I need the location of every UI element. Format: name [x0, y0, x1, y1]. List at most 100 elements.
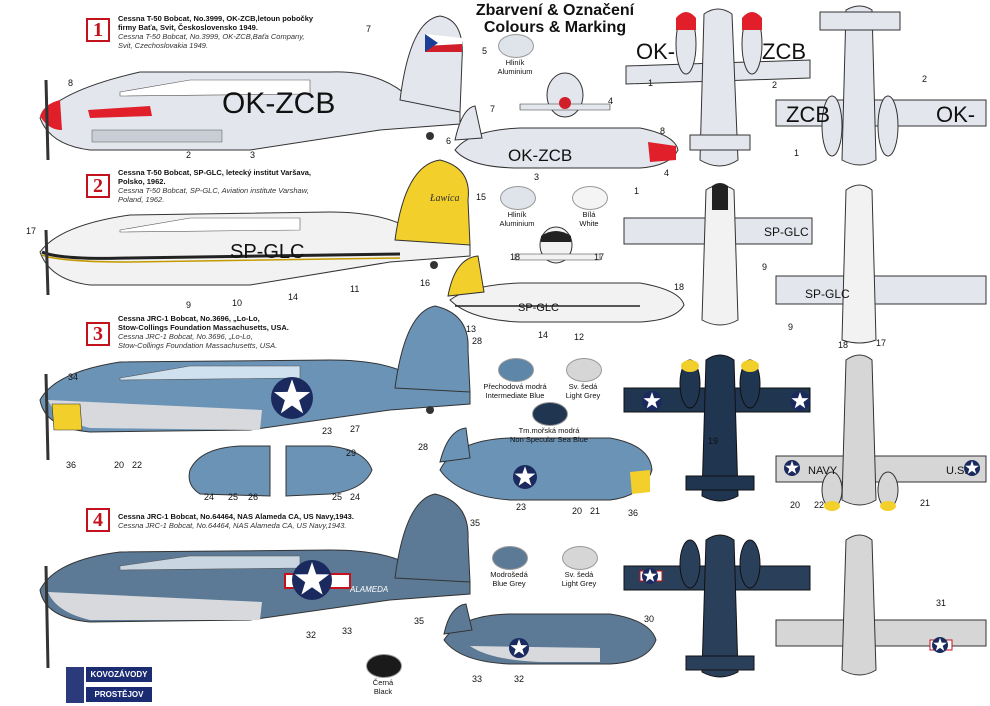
callout-s1-a: 7 [366, 24, 372, 34]
scheme3-wing-text-left: NAVY [808, 465, 838, 477]
swatch-intermediate-blue [498, 358, 534, 382]
scheme4-caption: Cessna JRC-1 Bobcat, No.64464, NAS Alame… [118, 512, 418, 530]
scheme3-caption-en-2: Stow-Collings Foundation Massachusetts, … [118, 341, 278, 350]
scheme1-badge: 1 [86, 18, 110, 42]
callout-s1-o: 1 [794, 148, 800, 158]
callout-s1-e: 3 [250, 150, 256, 160]
callout-s2-h: 17 [594, 252, 605, 262]
callout-s4-e: 30 [644, 614, 655, 624]
callout-s1-k: 4 [664, 168, 670, 178]
scheme4-fuselage-text: ALAMEDA [349, 585, 388, 594]
callout-s3-e: 36 [66, 460, 77, 470]
callout-s1-n: 2 [772, 80, 778, 90]
scheme2-top-registration: SP-GLC [764, 225, 809, 239]
callout-s1-j: 3 [534, 172, 540, 182]
scheme2-bottom-registration: SP-GLC [805, 287, 850, 301]
callout-s2-j: 18 [674, 282, 685, 292]
callout-s3-f: 20 [114, 460, 125, 470]
scheme1-caption-en-1: Cessna T-50 Bobcat, No.3999, OK-ZCB,Baťa… [118, 32, 305, 41]
logo-bottom-text: PROSTĚJOV [86, 687, 152, 702]
callout-s4-f: 33 [472, 674, 483, 684]
scheme4-badge: 4 [86, 508, 110, 532]
callout-s3-j: 25 [228, 492, 239, 502]
callout-s3-h: 29 [346, 448, 357, 458]
callout-s3-s: 36 [628, 508, 639, 518]
scheme2-registration: SP-GLC [230, 241, 304, 263]
scheme2-caption-cs-1: Cessna T-50 Bobcat, SP-GLC, letecký inst… [118, 168, 311, 177]
swatch-light-grey-2 [562, 546, 598, 570]
scheme2-side-view [39, 159, 471, 296]
scheme1-side-view [39, 15, 463, 161]
callout-s2-b: 17 [26, 226, 37, 236]
scheme4-top-view [623, 534, 811, 678]
scheme3-small-side-view [439, 427, 653, 501]
callout-s3-o: 19 [708, 436, 719, 446]
scheme1-caption: Cessna T-50 Bobcat, No.3999, OK-ZCB,leto… [118, 14, 418, 50]
scheme1-small-side-view [454, 105, 679, 169]
callout-s4-b: 32 [306, 630, 317, 640]
scheme1-bottom-reg-left: ZCB [786, 102, 830, 127]
scheme4-small-side-view [443, 603, 657, 665]
callout-s4-h: 31 [936, 598, 947, 608]
title-english: Colours & Marking [483, 19, 627, 36]
callout-s1-p: 2 [922, 74, 928, 84]
swatch-white [572, 186, 608, 210]
callout-s3-p: 23 [516, 502, 527, 512]
scheme2-top-view [623, 183, 813, 326]
callout-s2-c: 9 [186, 300, 192, 310]
callout-s3-l: 25 [332, 492, 343, 502]
callout-s3-b: 34 [68, 372, 79, 382]
callout-s2-i: 16 [420, 278, 431, 288]
callout-s1-d: 2 [186, 150, 192, 160]
scheme1-small-registration: OK-ZCB [508, 146, 572, 165]
callout-s3-r: 21 [590, 506, 601, 516]
callout-s2-f: 11 [350, 284, 360, 294]
callout-s3-i: 24 [204, 492, 215, 502]
callout-s3-a: 28 [472, 336, 483, 346]
swatch-blue-grey [492, 546, 528, 570]
callout-s3-c: 23 [322, 426, 333, 436]
callout-s2-n: 9 [762, 262, 768, 272]
kovozavody-logo: KOVOZÁVODY PROSTĚJOV [66, 667, 152, 703]
callout-s2-p: 18 [838, 340, 849, 350]
swatch-light-grey-1 [566, 358, 602, 382]
scheme2-caption: Cessna T-50 Bobcat, SP-GLC, letecký inst… [118, 168, 418, 204]
scheme3-cockpit-details [188, 445, 373, 497]
swatch-aluminium-2 [500, 186, 536, 210]
callout-s1-h: 6 [446, 136, 452, 146]
scheme1-registration: OK-ZCB [222, 87, 335, 120]
scheme4-caption-cs-1: Cessna JRC-1 Bobcat, No.64464, NAS Alame… [118, 512, 354, 521]
scheme2-small-registration: SP-GLC [518, 302, 559, 314]
scheme3-wing-text-right: U.S. [946, 465, 967, 477]
callout-s3-n: 28 [418, 442, 429, 452]
scheme3-caption-cs-2: Stow-Collings Foundation Massachusetts, … [118, 323, 289, 332]
callout-s3-t: 20 [790, 500, 801, 510]
callout-s4-c: 33 [342, 626, 353, 636]
swatch-aluminium-1 [498, 34, 534, 58]
callout-s1-m: 1 [648, 78, 654, 88]
callout-s2-k: 13 [466, 324, 477, 334]
scheme1-caption-en-2: Svit, Czechoslovakia 1949. [118, 41, 209, 50]
callout-s2-m: 12 [574, 332, 585, 342]
callout-s2-a: 15 [476, 192, 487, 202]
scheme1-top-view [625, 8, 811, 167]
callout-s3-d: 27 [350, 424, 361, 434]
scheme2-caption-cs-2: Polsko, 1962. [118, 177, 166, 186]
scheme4-bottom-view [775, 534, 987, 676]
scheme2-front-view [514, 226, 601, 264]
callout-s2-l: 14 [538, 330, 549, 340]
callout-s1-i: 8 [660, 126, 666, 136]
callout-s2-e: 14 [288, 292, 299, 302]
callout-s2-q: 17 [876, 338, 887, 348]
callout-s2-d: 10 [232, 298, 243, 308]
logo-mark [66, 667, 84, 703]
scheme1-bottom-view [775, 5, 987, 166]
scheme2-fin-text: Ławica [429, 193, 459, 204]
callout-s2-o: 9 [788, 322, 794, 332]
scheme2-bottom-view [775, 184, 987, 344]
